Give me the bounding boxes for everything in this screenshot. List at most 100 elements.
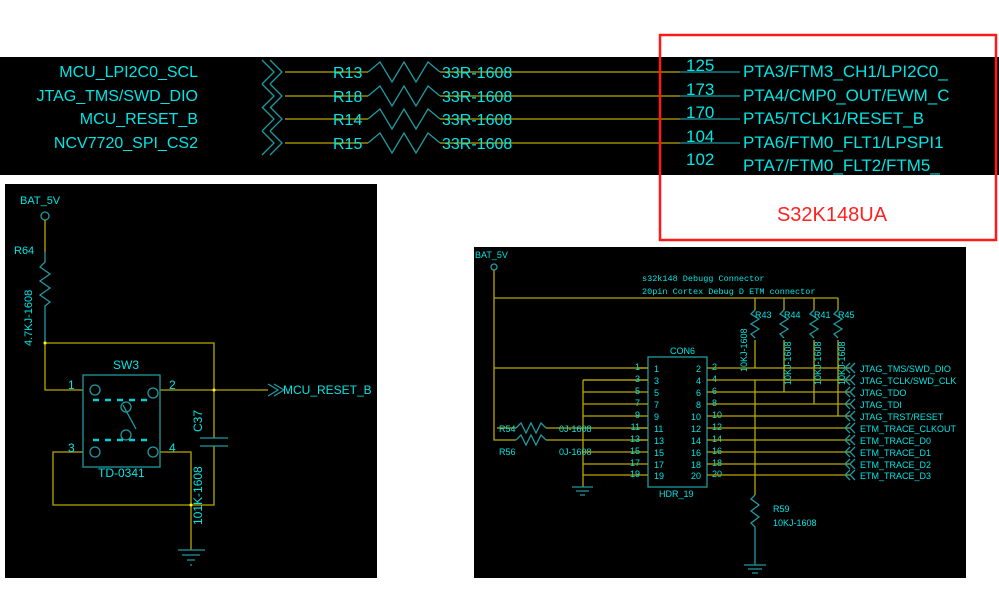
pin-number: 9 bbox=[635, 410, 640, 420]
switch-pin-3: 3 bbox=[68, 441, 75, 455]
pin-number: 9 bbox=[654, 412, 659, 422]
resistor-ref: R41 bbox=[814, 310, 831, 320]
pin-number: 6 bbox=[696, 388, 701, 398]
net-port-icon bbox=[844, 374, 856, 386]
power-label: BAT_5V bbox=[475, 250, 508, 260]
pin-number: 16 bbox=[712, 446, 722, 456]
resistor-ref: R13 bbox=[333, 65, 362, 82]
pin-number: 3 bbox=[635, 374, 640, 384]
wire bbox=[546, 427, 648, 441]
net-label: JTAG_TDI bbox=[860, 400, 902, 410]
power-label: BAT_5V bbox=[20, 195, 61, 207]
resistor-icon bbox=[749, 309, 761, 339]
pullup-resistor: R44 10KJ-1608 bbox=[778, 298, 801, 392]
pin-name: PTA5/TCLK1/RESET_B bbox=[743, 109, 924, 128]
pin-number: 14 bbox=[712, 434, 722, 444]
debug-connector-panel: BAT_5V s32k148 Debugg Connector 20pin Co… bbox=[474, 247, 966, 578]
net-port-icon bbox=[844, 458, 856, 470]
resistor-value: 10KJ-1608 bbox=[783, 341, 793, 385]
pin-number: 10 bbox=[712, 410, 722, 420]
pin-number: 12 bbox=[691, 424, 701, 434]
connector-part: HDR_19 bbox=[659, 489, 694, 499]
pin-number: 15 bbox=[654, 448, 664, 458]
resistor-value: 10KJ-1608 bbox=[837, 341, 847, 385]
resistor-ref: R44 bbox=[784, 310, 801, 320]
r54-value: 0J-1608 bbox=[559, 424, 592, 434]
pin-number: 4 bbox=[696, 376, 701, 386]
pin-name: PTA7/FTM0_FLT2/FTM5_ bbox=[743, 156, 940, 175]
top-panel-background bbox=[0, 57, 999, 175]
ground-icon bbox=[178, 549, 205, 566]
capacitor-value: 101K-1608 bbox=[191, 466, 205, 525]
net-label: NCV7720_SPI_CS2 bbox=[54, 135, 198, 152]
net-label: JTAG_TDO bbox=[860, 388, 906, 398]
pin-number: 6 bbox=[712, 386, 717, 396]
resistor-icon bbox=[38, 252, 52, 343]
net-label: JTAG_TCLK/SWD_CLK bbox=[860, 376, 956, 386]
resistor-value: 33R-1608 bbox=[442, 112, 512, 129]
connector-body bbox=[647, 356, 708, 488]
pin-number: 5 bbox=[635, 386, 640, 396]
highlight-box bbox=[658, 33, 998, 242]
net-label: ETM_TRACE_D2 bbox=[860, 460, 931, 470]
resistor-icon bbox=[515, 421, 547, 447]
capacitor-ref: C37 bbox=[191, 410, 205, 432]
pin-number: 2 bbox=[712, 362, 717, 372]
reset-circuit-panel: BAT_5V R64 4.7KJ-1608 SW3 TD-0341 1 2 3 … bbox=[5, 184, 377, 578]
net-port-icon bbox=[261, 59, 283, 85]
pin-number: 173 bbox=[686, 80, 714, 99]
resistor-value: 33R-1608 bbox=[442, 136, 512, 153]
pin-number: 17 bbox=[654, 460, 664, 470]
resistor-ref: R15 bbox=[333, 136, 362, 153]
pin-number: 14 bbox=[691, 436, 701, 446]
pin-number: 20 bbox=[691, 471, 701, 481]
pin-number: 20 bbox=[712, 469, 722, 479]
resistor-value: 33R-1608 bbox=[442, 65, 512, 82]
pin-name: PTA6/FTM0_FLT1/LPSPI1 bbox=[743, 133, 944, 152]
pin-number: 17 bbox=[630, 458, 640, 468]
net-port-icon bbox=[844, 362, 856, 374]
resistor-icon bbox=[749, 494, 761, 565]
junction-dot bbox=[212, 388, 216, 392]
pin-number: 16 bbox=[691, 448, 701, 458]
net-label: MCU_LPI2C0_SCL bbox=[59, 64, 198, 81]
capacitor-icon bbox=[200, 437, 228, 447]
pin-number: 15 bbox=[630, 446, 640, 456]
net-port-icon bbox=[267, 383, 286, 397]
pin-name: PTA4/CMP0_OUT/EWM_C bbox=[743, 86, 950, 105]
pin-number: 19 bbox=[630, 469, 640, 479]
pin-number: 11 bbox=[631, 422, 640, 432]
debug-panel-background bbox=[474, 247, 966, 578]
junction-dot bbox=[189, 503, 193, 507]
r54-ref: R54 bbox=[499, 424, 516, 434]
pin-number: 12 bbox=[712, 422, 722, 432]
pin-number: 1 bbox=[654, 364, 659, 374]
net-port-icon bbox=[844, 446, 856, 458]
highlight-label: S32K148UA bbox=[777, 204, 888, 226]
resistor-icon bbox=[367, 84, 740, 108]
net-port-icon bbox=[261, 83, 283, 109]
pin-number: 10 bbox=[691, 412, 701, 422]
resistor-value: 4.7KJ-1608 bbox=[23, 290, 35, 346]
pin-number: 4 bbox=[712, 374, 717, 384]
resistor-icon bbox=[367, 107, 740, 131]
resistor-value: 10KJ-1608 bbox=[739, 328, 749, 372]
net-port-icon bbox=[261, 130, 283, 156]
ground-icon bbox=[572, 486, 593, 496]
pin-name: PTA3/FTM3_CH1/LPI2C0_ bbox=[743, 62, 948, 81]
